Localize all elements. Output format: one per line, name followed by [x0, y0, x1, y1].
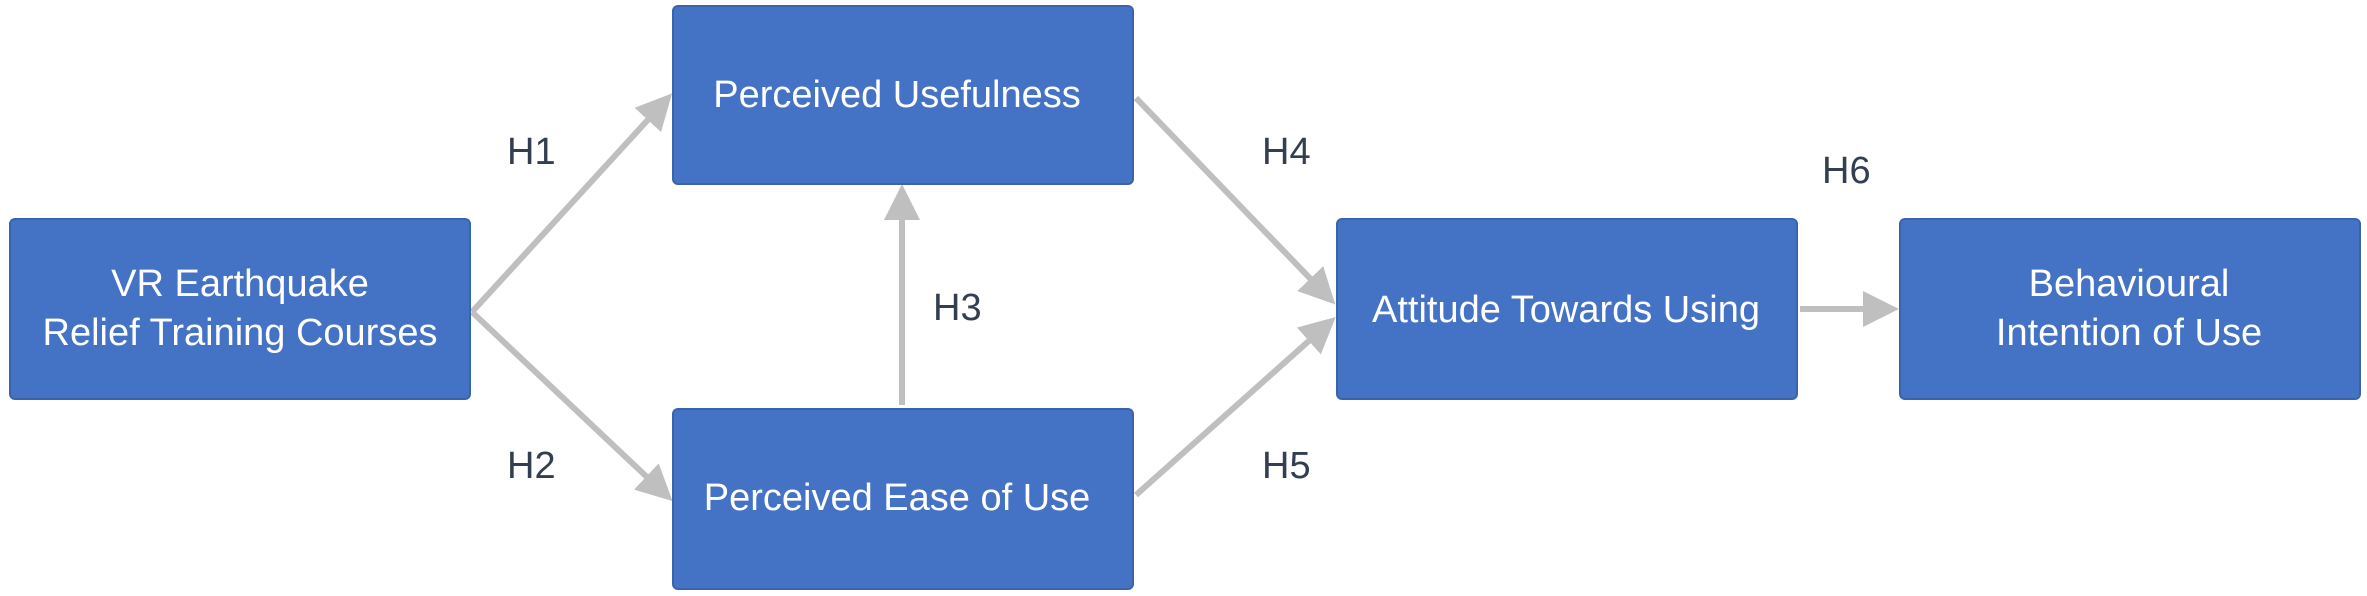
hypothesis-label-h3: H3: [933, 287, 982, 329]
arrow-h4: [1133, 95, 1336, 305]
arrows: [469, 93, 1899, 502]
box-vr-earthquake-relief-training-courses: VR Earthquake Relief Training Courses: [9, 218, 471, 400]
hypothesis-label-h6: H6: [1822, 150, 1871, 192]
arrow-h1: [469, 93, 673, 315]
box-behavioural-intention-of-use: Behavioural Intention of Use: [1899, 218, 2361, 400]
box-label-line2: Intention of Use: [1996, 312, 2262, 354]
hypothesis-label-h5: H5: [1262, 445, 1311, 487]
box-attitude-towards-using: Attitude Towards Using: [1336, 218, 1798, 400]
arrow-h2: [469, 309, 673, 502]
hypothesis-label-h4: H4: [1262, 131, 1311, 173]
box-label: Attitude Towards Using: [1372, 289, 1760, 331]
box-label: Perceived Usefulness: [713, 74, 1081, 116]
arrow-h5: [1134, 317, 1336, 498]
hypothesis-label-h2: H2: [507, 445, 556, 487]
box-label-line1: VR Earthquake: [111, 263, 369, 305]
box-perceived-ease-of-use: Perceived Ease of Use: [672, 408, 1134, 590]
box-perceived-usefulness: Perceived Usefulness: [672, 5, 1134, 185]
box-label-line2: Relief Training Courses: [43, 312, 438, 354]
hypothesis-label-h1: H1: [507, 131, 556, 173]
box-label: Perceived Ease of Use: [704, 477, 1091, 519]
box-label-line1: Behavioural: [2029, 263, 2230, 305]
